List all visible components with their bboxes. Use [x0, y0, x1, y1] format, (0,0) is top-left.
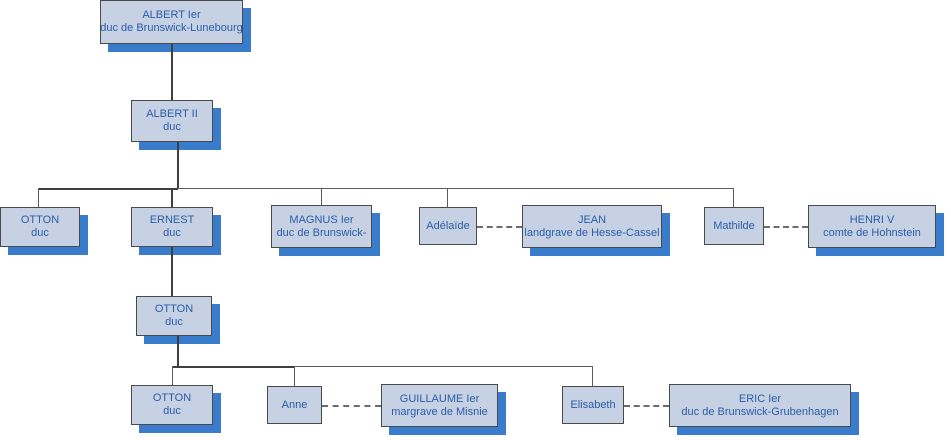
node-anne[interactable]: Anne — [267, 386, 322, 424]
connector-ernest-otton-b — [171, 247, 173, 296]
node-otton-a[interactable]: OTTON duc — [0, 207, 80, 247]
node-otton-c-line1: OTTON — [152, 392, 192, 404]
sibling-bus-gen5-right — [294, 366, 593, 367]
node-guillaume-line1: GUILLAUME Ier — [399, 392, 480, 405]
node-albert1[interactable]: ALBERT Ier duc de Brunswick-Lunebourg — [100, 0, 243, 44]
node-eric1-line2: duc de Brunswick-Grubenhagen — [681, 405, 839, 418]
connector-albert1-albert2 — [171, 44, 173, 100]
sibling-bus-gen3-left — [38, 188, 178, 190]
node-otton-c-line2: duc — [163, 405, 181, 417]
node-jean-line1: JEAN — [577, 213, 607, 226]
connector-otton-b-down — [177, 336, 179, 366]
node-henri5[interactable]: HENRI V comte de Hohnstein — [808, 205, 936, 248]
node-otton-b-line2: duc — [165, 316, 183, 328]
node-otton-c[interactable]: OTTON duc — [131, 385, 213, 425]
drop-to-anne — [294, 366, 295, 386]
spouse-link-adelaide-jean — [477, 226, 522, 228]
node-ernest-line2: duc — [163, 227, 181, 239]
node-jean[interactable]: JEAN landgrave de Hesse-Cassel — [522, 205, 662, 248]
node-magnus1-line1: MAGNUS Ier — [289, 213, 354, 226]
node-mathilde[interactable]: Mathilde — [704, 207, 764, 245]
node-otton-a-line2: duc — [31, 227, 49, 239]
drop-to-adelaide — [447, 188, 448, 207]
node-ernest-line1: ERNEST — [149, 214, 195, 226]
node-albert2-line2: duc — [163, 121, 181, 133]
drop-to-magnus1 — [321, 188, 322, 205]
node-albert1-line2: duc de Brunswick-Lunebourg — [100, 22, 243, 34]
node-adelaide-line1: Adélaïde — [426, 219, 470, 232]
node-otton-b-line1: OTTON — [154, 303, 194, 315]
node-jean-line2: landgrave de Hesse-Cassel — [524, 226, 660, 239]
node-mathilde-line1: Mathilde — [713, 219, 755, 232]
drop-to-otton-c — [172, 366, 173, 385]
sibling-bus-gen3-right — [178, 188, 733, 189]
node-guillaume[interactable]: GUILLAUME Ier margrave de Misnie — [381, 384, 498, 427]
node-henri5-line2: comte de Hohnstein — [823, 226, 921, 239]
node-albert1-line1: ALBERT Ier — [142, 9, 201, 21]
node-elisabeth-line1: Elisabeth — [570, 398, 616, 411]
drop-to-otton-a — [38, 188, 39, 207]
node-magnus1[interactable]: MAGNUS Ier duc de Brunswick- — [271, 205, 372, 248]
node-ernest[interactable]: ERNEST duc — [131, 207, 213, 247]
node-albert2-line1: ALBERT II — [146, 108, 198, 120]
drop-to-elisabeth — [592, 366, 593, 386]
node-otton-a-line1: OTTON — [20, 214, 60, 226]
node-elisabeth[interactable]: Elisabeth — [562, 386, 624, 424]
node-magnus1-line2: duc de Brunswick- — [276, 226, 367, 239]
drop-to-mathilde — [733, 188, 734, 207]
node-eric1-line1: ERIC Ier — [738, 392, 782, 405]
node-anne-line1: Anne — [281, 398, 308, 411]
drop-to-ernest — [171, 188, 173, 207]
spouse-link-elisabeth-eric1 — [624, 405, 669, 407]
node-albert2[interactable]: ALBERT II duc — [131, 100, 213, 142]
node-adelaide[interactable]: Adélaïde — [419, 207, 477, 245]
spouse-link-mathilde-henri5 — [764, 226, 808, 228]
node-henri5-line1: HENRI V — [849, 213, 895, 226]
sibling-bus-gen5-left — [172, 366, 294, 368]
spouse-link-anne-guillaume — [322, 405, 381, 407]
node-eric1[interactable]: ERIC Ier duc de Brunswick-Grubenhagen — [669, 384, 851, 427]
node-otton-b[interactable]: OTTON duc — [136, 296, 212, 336]
node-guillaume-line2: margrave de Misnie — [391, 405, 488, 418]
connector-albert2-down — [177, 142, 179, 188]
